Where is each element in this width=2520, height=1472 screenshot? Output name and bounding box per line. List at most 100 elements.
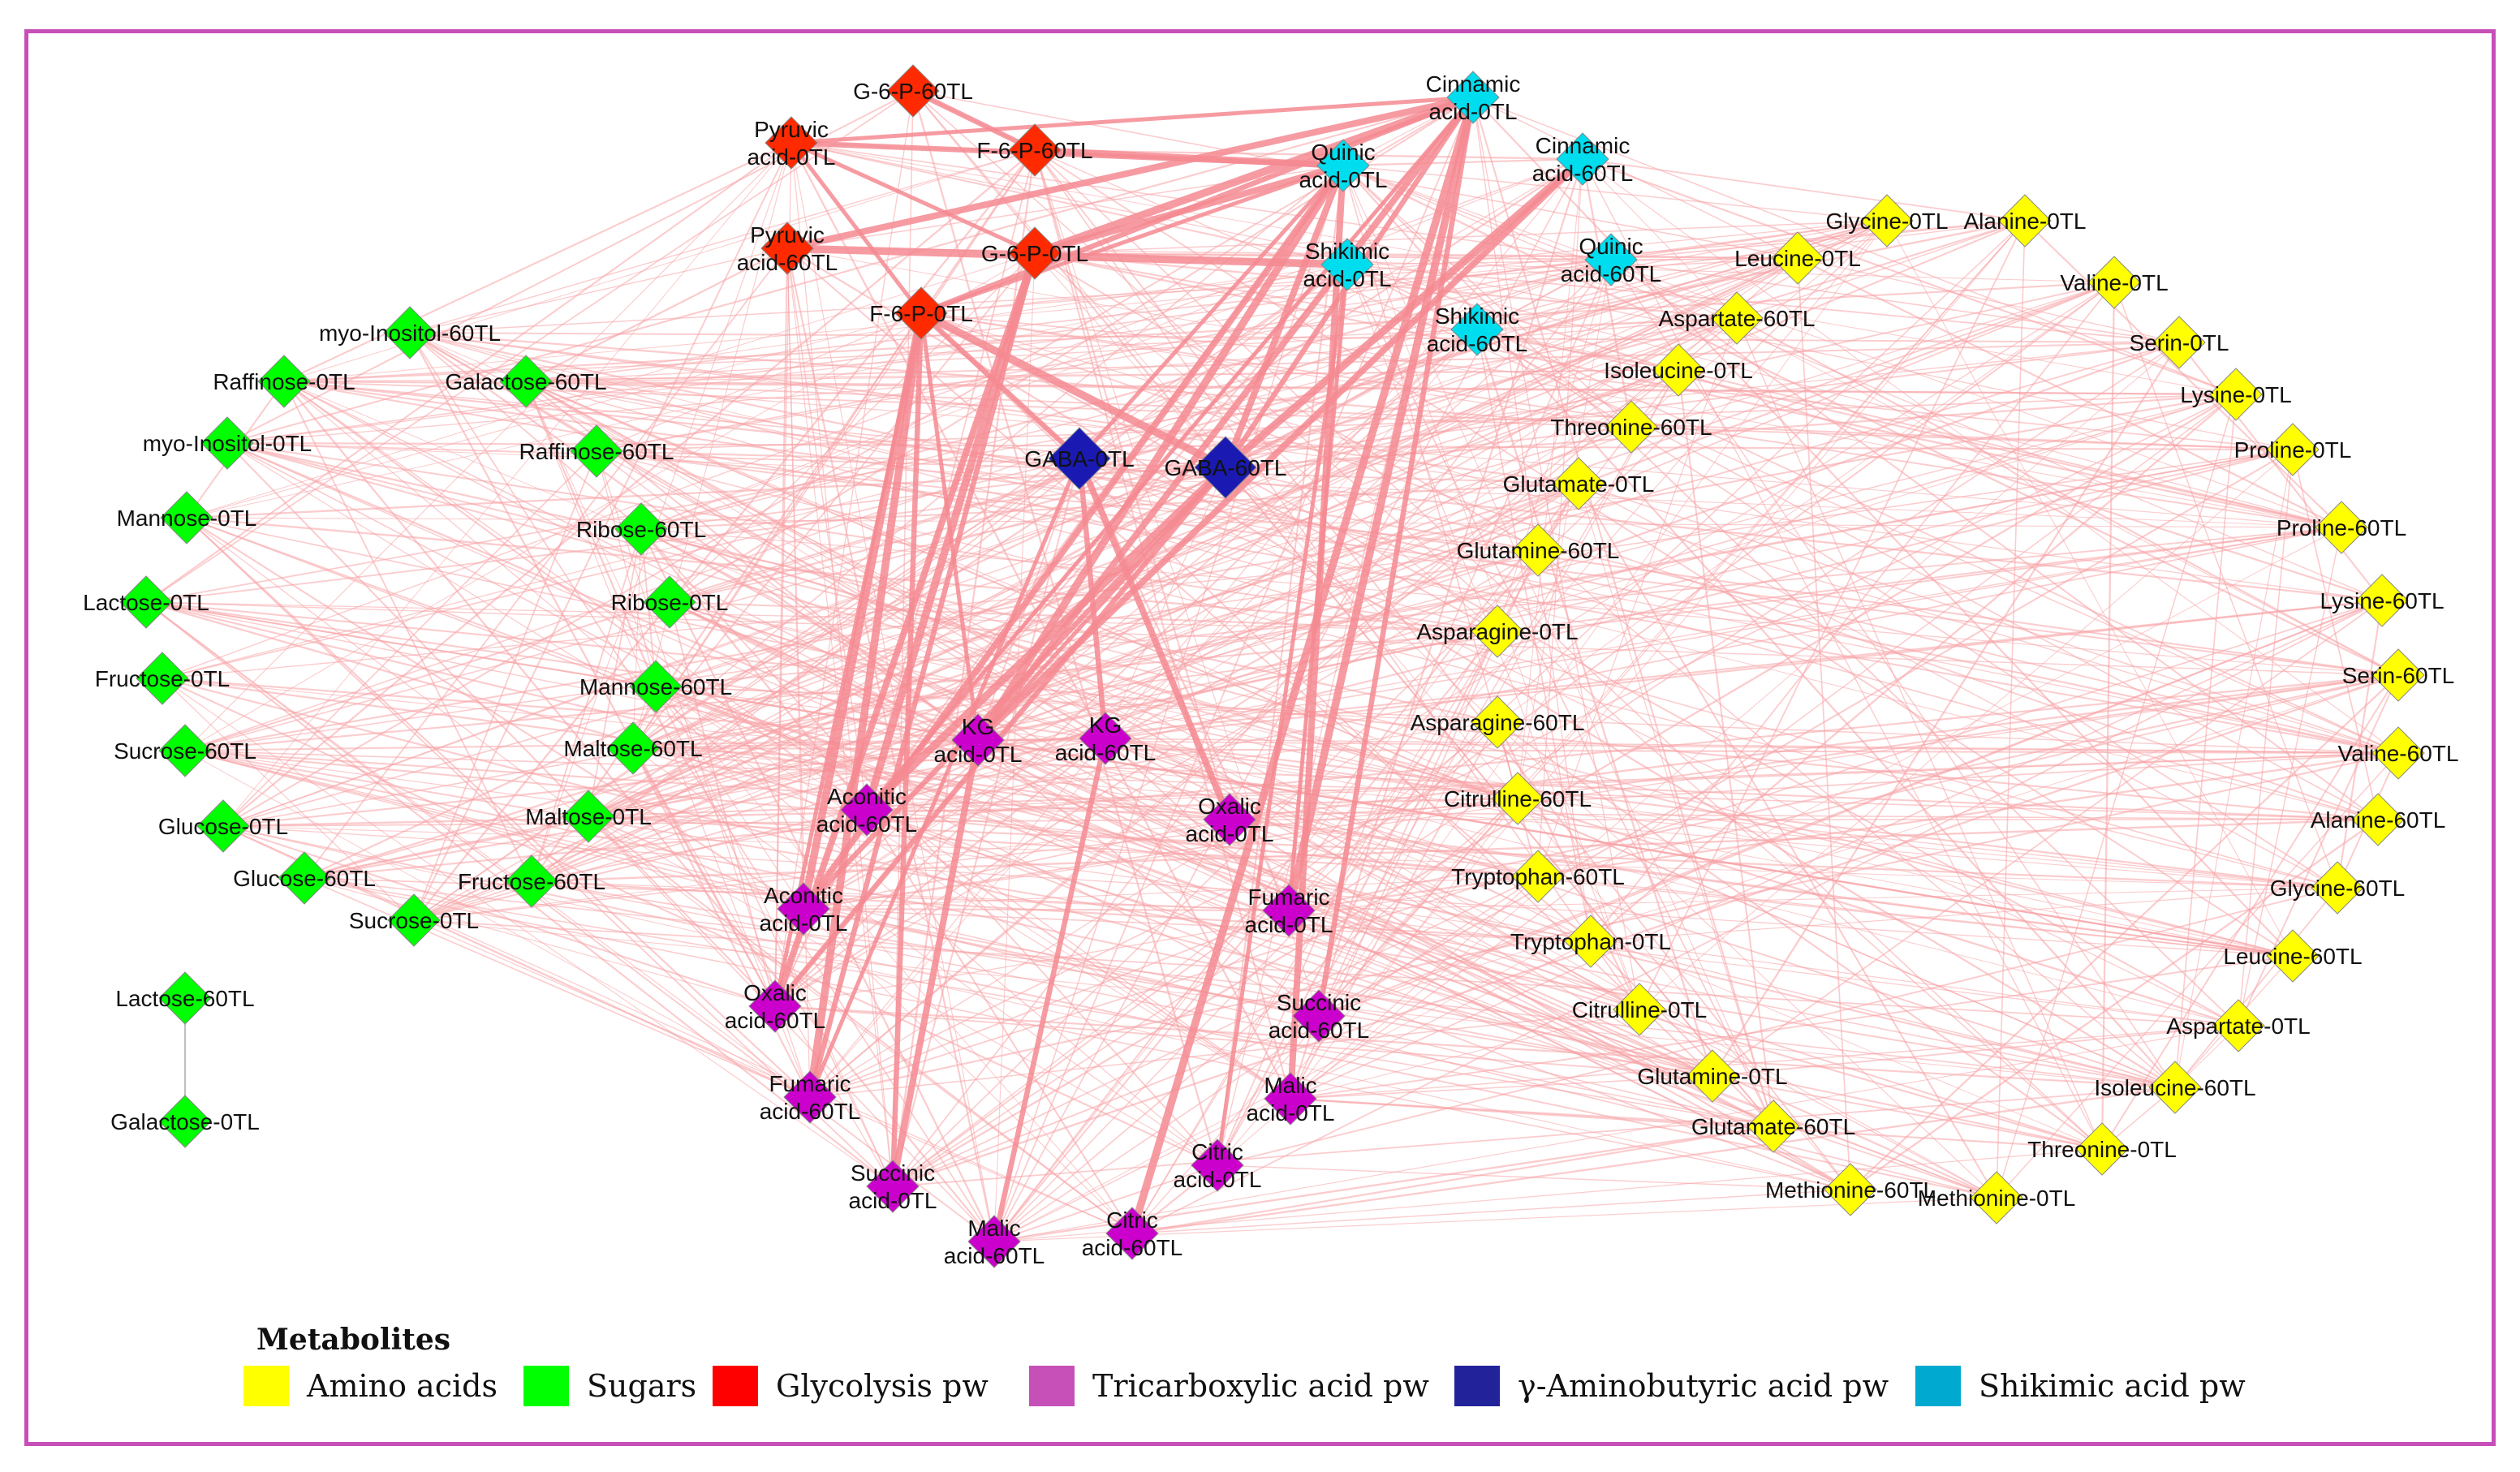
edge [525, 381, 2294, 450]
edge [525, 381, 2237, 395]
edge [145, 600, 2176, 1089]
edge [283, 381, 868, 811]
node-label: Glucose-0TL [158, 814, 288, 839]
edge [1342, 165, 1632, 428]
node-diamond [2075, 1122, 2129, 1176]
edge [2101, 674, 2399, 1150]
edge [1678, 369, 2342, 528]
edge [1034, 149, 1851, 1190]
edge [892, 674, 2399, 1188]
node-label: Citrulline-60TL [1444, 786, 1592, 811]
edge [1290, 798, 1518, 1100]
strong-edge [1222, 156, 1586, 471]
edge [525, 381, 894, 1187]
node-diamond [840, 783, 894, 837]
node-diamond [1446, 71, 1500, 124]
node-ser60: Serin-60TL [2342, 648, 2454, 702]
node-glc60: Glucose-60TL [233, 851, 376, 905]
edge [1497, 259, 1612, 632]
node-diamond [951, 713, 1005, 767]
strong-edge [790, 95, 1474, 145]
edge [184, 750, 2176, 1088]
edge [632, 282, 2115, 749]
node-label: Fructose-60TL [458, 869, 605, 894]
node-glc0: Glucose-0TL [158, 799, 288, 853]
edge [1290, 394, 2237, 1100]
edge [632, 458, 1080, 749]
edge [1582, 158, 2026, 222]
node-glu60: Glutamate-60TL [1691, 1100, 1855, 1153]
node-thr60: Threonine-60TL [1550, 400, 1712, 454]
strong-edge [1285, 96, 1477, 912]
edge [2024, 220, 2342, 528]
edge [1034, 149, 2103, 1150]
edge [186, 252, 1036, 519]
node-diamond [1970, 1171, 2023, 1225]
node-label: Threonine-0TL [2027, 1137, 2177, 1162]
edge [222, 426, 1632, 827]
edge [1290, 876, 1539, 1100]
edge [1105, 369, 1679, 739]
node-asp60: Aspartate-60TL [1659, 291, 1816, 345]
node-diamond [1710, 291, 1764, 345]
edge [1229, 819, 1851, 1190]
node-g6p60: G-6-P-60TL [853, 64, 973, 118]
edge [2238, 674, 2399, 1027]
node-diamond [1262, 884, 1316, 937]
strong-edge [790, 141, 923, 315]
edge [222, 449, 2294, 827]
edge [184, 750, 811, 1098]
edge [1131, 1125, 1774, 1235]
strong-edge [1287, 165, 1346, 1100]
edge [1342, 165, 1888, 222]
node-diamond [278, 851, 331, 905]
edge [222, 825, 1851, 1190]
edge [1217, 220, 2026, 1166]
node-label: Glycine-0TL [1826, 209, 1949, 234]
node-label: Raffinose-60TL [519, 439, 674, 464]
edge [993, 798, 1518, 1242]
edge [1476, 257, 1798, 330]
node-diamond [2355, 574, 2409, 627]
node-label: Valine-0TL [2060, 270, 2168, 295]
edge [283, 142, 792, 382]
node-diamond [1491, 772, 1544, 825]
node-diamond [2266, 929, 2320, 983]
strong-edge [890, 312, 924, 1187]
node-label: Ribose-0TL [611, 590, 729, 615]
node-label: Tryptophan-60TL [1451, 864, 1625, 889]
edge [304, 247, 788, 879]
edge [145, 90, 914, 603]
node-label: Fumaric [1247, 884, 1329, 910]
node-label: Aspartate-60TL [1659, 306, 1816, 331]
node-gaba60: GABA-60TL [1165, 436, 1286, 499]
node-label: Citric [1191, 1139, 1243, 1164]
edge [413, 449, 2294, 921]
node-label: GABA-0TL [1024, 446, 1134, 471]
node-f6p60: F-6-P-60TL [976, 123, 1093, 177]
edge [222, 825, 1133, 1234]
node-diamond [643, 575, 696, 629]
node-label: acid-0TL [849, 1188, 937, 1213]
node-label: Malic [967, 1216, 1020, 1241]
node-diamond [1079, 712, 1132, 765]
edge [413, 149, 1036, 921]
node-cit60a: Citrulline-60TL [1444, 772, 1592, 825]
node-label: Ribose-60TL [576, 517, 706, 542]
strong-edge [808, 458, 1082, 1098]
legend-swatch-gaba [1454, 1366, 1500, 1406]
node-diamond [1511, 850, 1565, 903]
legend-swatch-tca [1029, 1366, 1075, 1406]
node-label: Aconitic [827, 784, 907, 809]
edge [162, 549, 1539, 679]
edge [2336, 600, 2384, 889]
node-pro0: Proline-0TL [2234, 423, 2351, 476]
strong-edge [890, 739, 981, 1187]
edge [409, 247, 788, 334]
legend-item-shikimic: Shikimic acid pw [1915, 1362, 2246, 1410]
